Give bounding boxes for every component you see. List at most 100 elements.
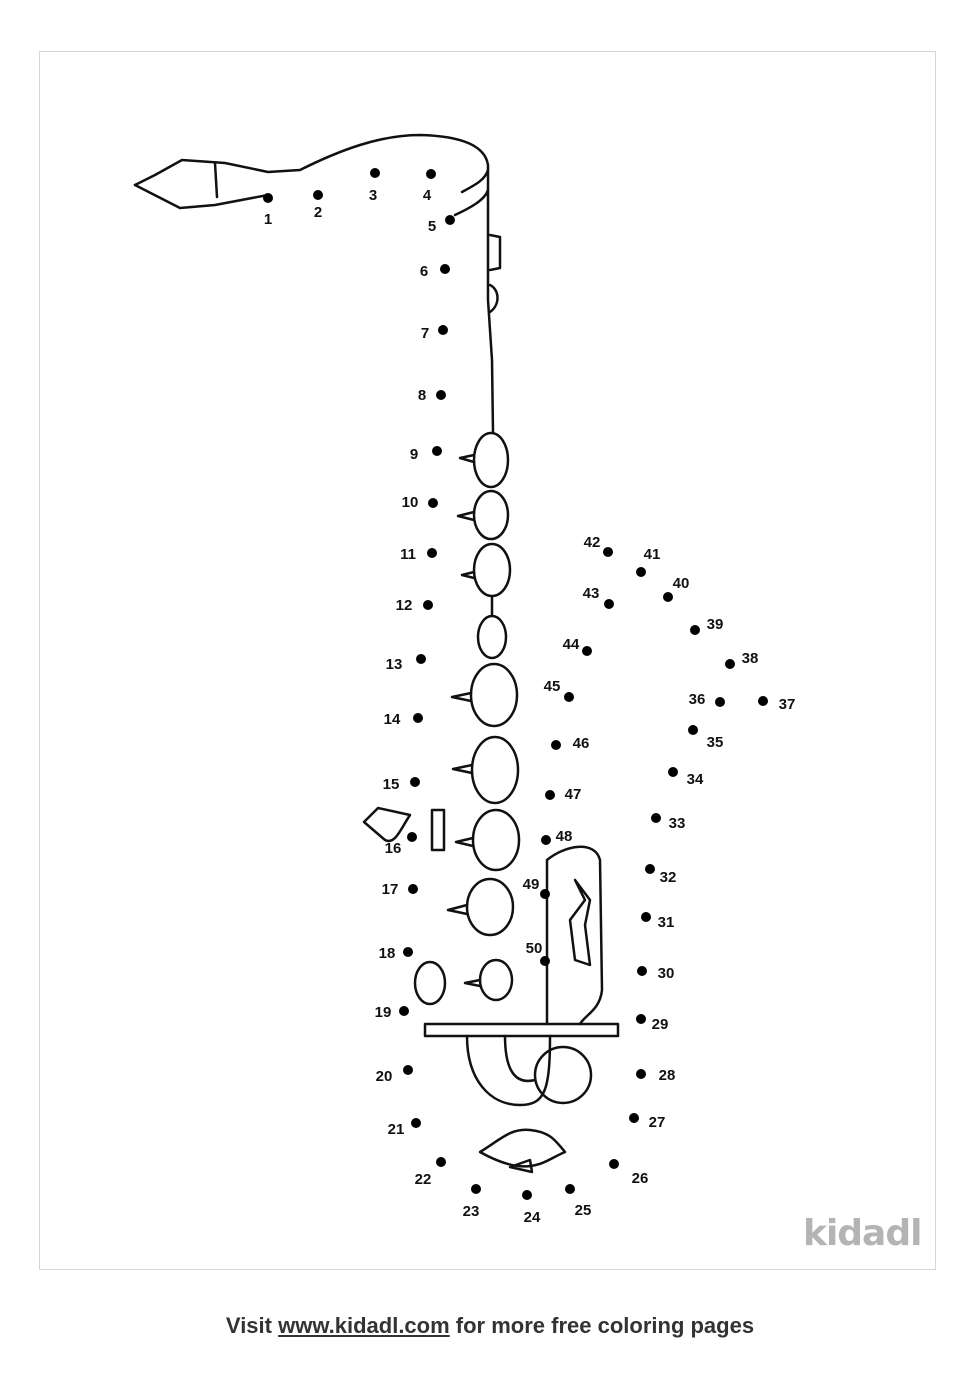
dot-label: 11 (400, 546, 416, 563)
dot-label: 3 (369, 187, 377, 204)
dot-48 (541, 835, 551, 845)
dot-label: 23 (463, 1203, 480, 1220)
kidadl-link[interactable]: www.kidadl.com (278, 1313, 450, 1338)
dot-label: 43 (583, 585, 600, 602)
dot-16 (407, 832, 417, 842)
dot-label: 28 (659, 1067, 676, 1084)
dot-37 (758, 696, 768, 706)
dot-label: 49 (523, 876, 540, 893)
dot-46 (551, 740, 561, 750)
dot-label: 50 (526, 940, 543, 957)
footer-text: Visit www.kidadl.com for more free color… (0, 1313, 980, 1339)
dot-30 (637, 966, 647, 976)
dot-label: 21 (388, 1121, 405, 1138)
dot-label: 29 (652, 1016, 669, 1033)
dot-label: 2 (314, 204, 322, 221)
dot-label: 44 (563, 636, 580, 653)
dot-label: 30 (658, 965, 675, 982)
dot-label: 10 (402, 494, 419, 511)
dot-label: 17 (382, 881, 399, 898)
dot-6 (440, 264, 450, 274)
dot-9 (432, 446, 442, 456)
dot-7 (438, 325, 448, 335)
dot-label: 24 (524, 1209, 541, 1226)
worksheet-frame (39, 51, 936, 1270)
dot-20 (403, 1065, 413, 1075)
dot-44 (582, 646, 592, 656)
dot-32 (645, 864, 655, 874)
dot-label: 31 (658, 914, 675, 931)
dot-12 (423, 600, 433, 610)
dot-42 (603, 547, 613, 557)
dot-label: 8 (418, 387, 426, 404)
dot-label: 41 (644, 546, 661, 563)
dot-47 (545, 790, 555, 800)
dot-label: 27 (649, 1114, 666, 1131)
dot-49 (540, 889, 550, 899)
dot-13 (416, 654, 426, 664)
dot-17 (408, 884, 418, 894)
dot-label: 37 (779, 696, 796, 713)
dot-label: 38 (742, 650, 759, 667)
dot-39 (690, 625, 700, 635)
dot-label: 12 (396, 597, 413, 614)
dot-label: 33 (669, 815, 686, 832)
dot-label: 5 (428, 218, 436, 235)
dot-label: 32 (660, 869, 677, 886)
dot-15 (410, 777, 420, 787)
dot-label: 15 (383, 776, 400, 793)
dot-2 (313, 190, 323, 200)
dot-22 (436, 1157, 446, 1167)
dot-label: 45 (544, 678, 561, 695)
dot-label: 25 (575, 1202, 592, 1219)
dot-36 (715, 697, 725, 707)
footer-suffix: for more free coloring pages (449, 1313, 755, 1338)
dot-label: 40 (673, 575, 690, 592)
dot-label: 46 (573, 735, 590, 752)
dot-label: 36 (689, 691, 706, 708)
saxophone-outline (133, 133, 620, 1174)
dot-41 (636, 567, 646, 577)
dot-23 (471, 1184, 481, 1194)
dot-11 (427, 548, 437, 558)
dot-10 (428, 498, 438, 508)
dot-25 (565, 1184, 575, 1194)
dot-29 (636, 1014, 646, 1024)
dot-43 (604, 599, 614, 609)
dot-label: 19 (375, 1004, 392, 1021)
dot-45 (564, 692, 574, 702)
dot-21 (411, 1118, 421, 1128)
dot-28 (636, 1069, 646, 1079)
dot-label: 13 (386, 656, 403, 673)
dot-24 (522, 1190, 532, 1200)
dot-1 (263, 193, 273, 203)
dot-31 (641, 912, 651, 922)
dot-label: 35 (707, 734, 724, 751)
dot-label: 47 (565, 786, 582, 803)
dot-label: 9 (410, 446, 418, 463)
dot-label: 26 (632, 1170, 649, 1187)
dot-4 (426, 169, 436, 179)
dot-label: 34 (687, 771, 704, 788)
kidadl-logo: kidadl (803, 1213, 922, 1254)
dot-18 (403, 947, 413, 957)
dot-label: 1 (264, 211, 272, 228)
dot-14 (413, 713, 423, 723)
dot-label: 48 (556, 828, 573, 845)
dot-26 (609, 1159, 619, 1169)
dot-label: 7 (421, 325, 429, 342)
dot-3 (370, 168, 380, 178)
dot-5 (445, 215, 455, 225)
footer-prefix: Visit (225, 1313, 279, 1338)
dot-35 (688, 725, 698, 735)
dot-50 (540, 956, 550, 966)
dot-label: 16 (385, 840, 402, 857)
dot-8 (436, 390, 446, 400)
dot-34 (668, 767, 678, 777)
dot-label: 14 (384, 711, 401, 728)
dot-label: 42 (584, 534, 601, 551)
dot-label: 39 (707, 616, 724, 633)
dot-38 (725, 659, 735, 669)
dot-label: 4 (423, 187, 432, 204)
